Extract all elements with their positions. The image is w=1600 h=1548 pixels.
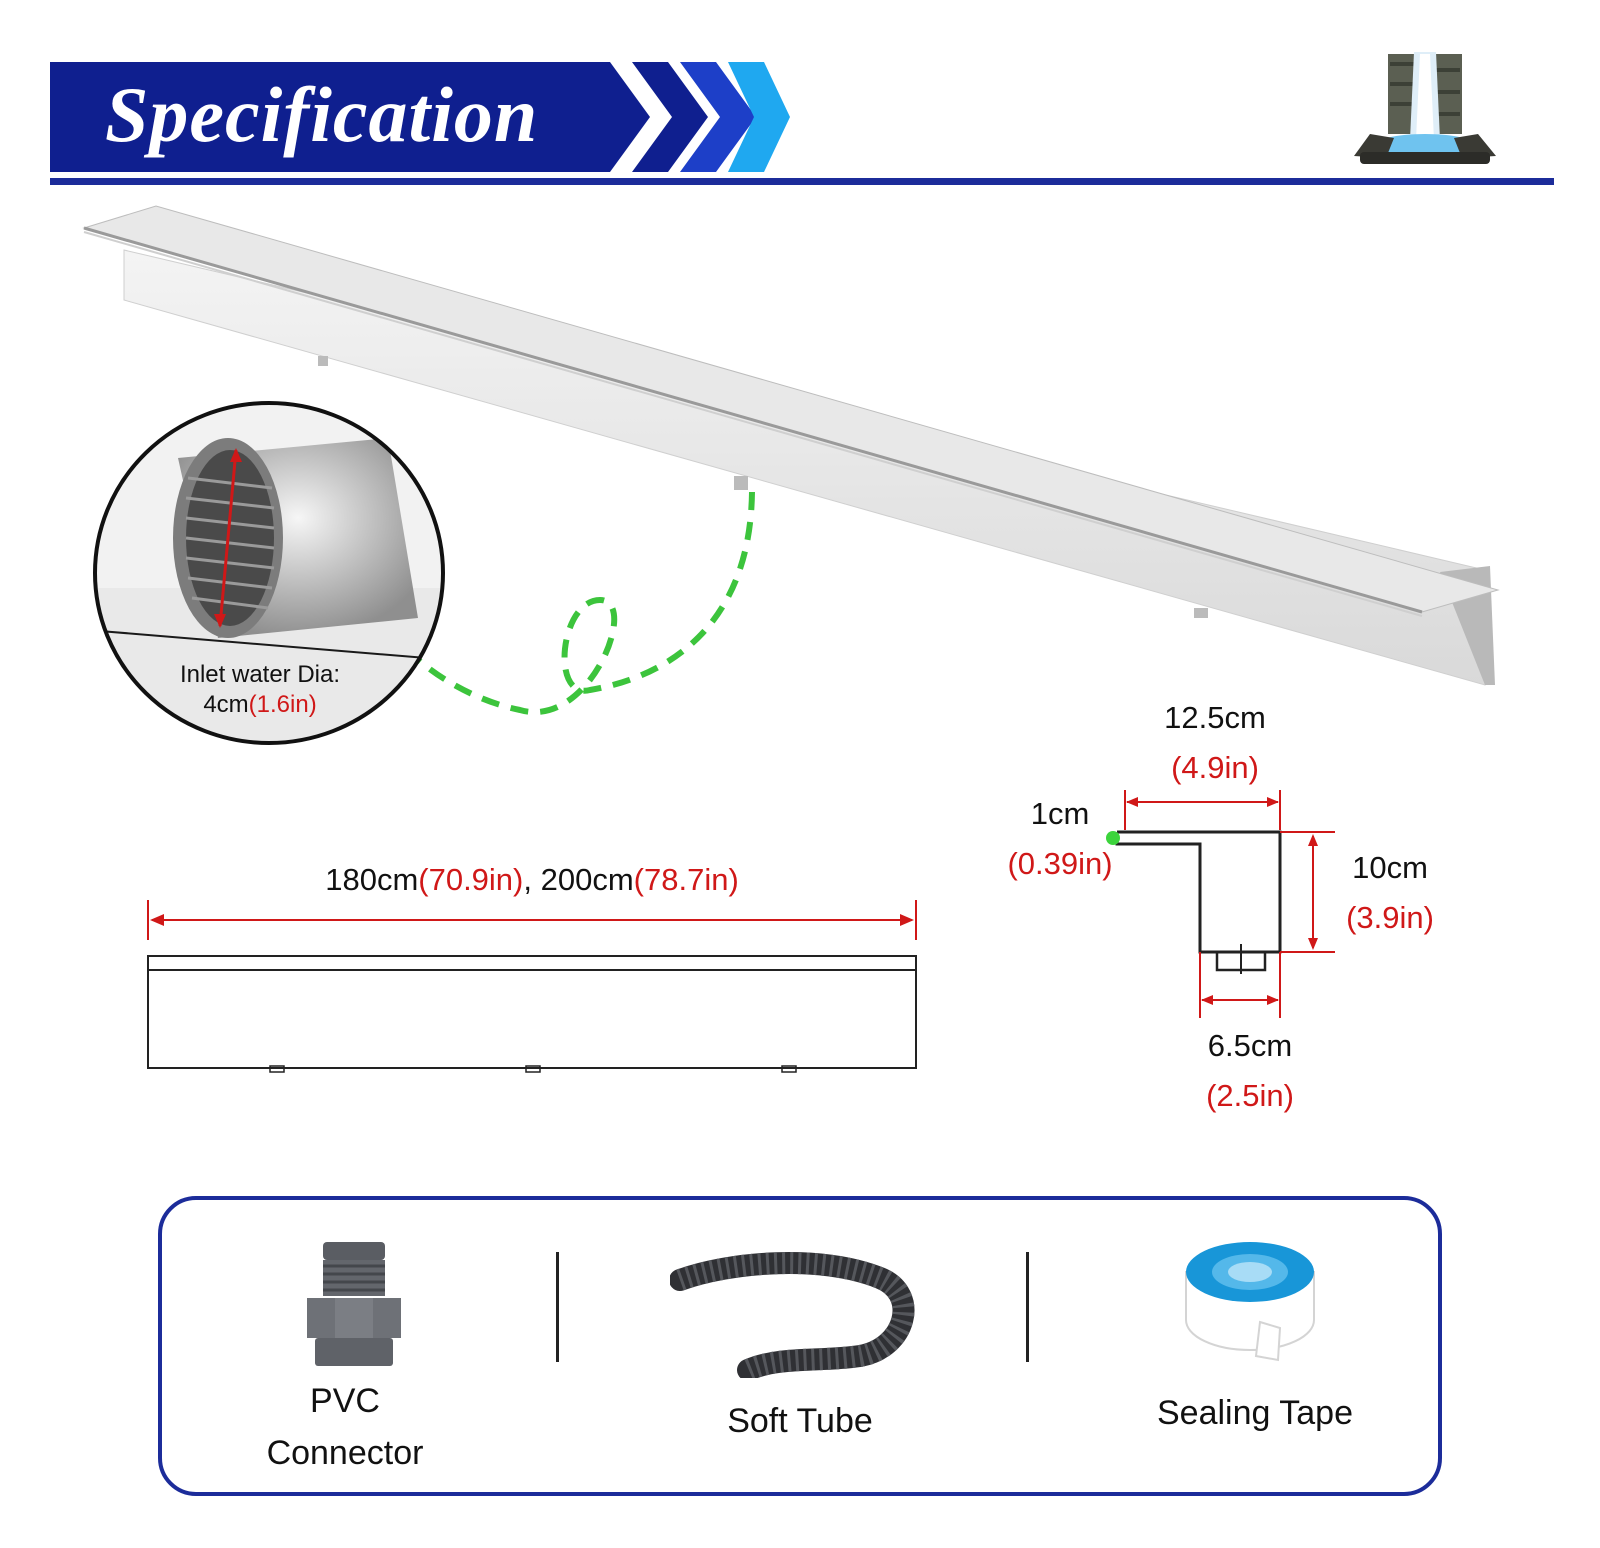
header-banner <box>50 62 790 172</box>
profile-bottom-imperial: (2.5in) <box>1206 1078 1294 1113</box>
inlet-label-line2: 4cm(1.6in) <box>160 690 360 720</box>
pvc-connector-icon <box>307 1242 401 1366</box>
inlet-metric: 4cm <box>203 691 249 718</box>
spillway-product-image <box>82 205 1500 686</box>
soft-tube-icon <box>670 1252 915 1378</box>
inlet-label: Inlet water Dia: 4cm(1.6in) <box>160 660 360 720</box>
profile-bottom-metric: 6.5cm <box>1207 1028 1293 1063</box>
sealing-tape-icon <box>1185 1242 1315 1362</box>
guide-dashed-line <box>411 491 755 716</box>
length-imperial-a: (70.9in) <box>418 862 524 897</box>
inlet-imperial: (1.6in) <box>248 691 317 718</box>
profile-lip-imperial: (0.39in) <box>1007 846 1113 881</box>
profile-width-metric: 12.5cm <box>1164 700 1266 735</box>
profile-lip-label: 1cm (0.39in) <box>985 796 1135 882</box>
accessory-divider <box>556 1252 559 1362</box>
length-drawing <box>147 900 917 1073</box>
profile-height-imperial: (3.9in) <box>1346 900 1434 935</box>
inlet-zoom-circle <box>93 401 445 745</box>
length-metric-a: 180cm <box>325 862 419 897</box>
profile-height-label: 10cm (3.9in) <box>1325 850 1455 936</box>
profile-width-imperial: (4.9in) <box>1171 750 1259 785</box>
length-metric-b: 200cm <box>540 862 634 897</box>
header-rule <box>50 178 1554 185</box>
pvc-label-line2: Connector <box>266 1434 424 1472</box>
profile-height-metric: 10cm <box>1352 850 1428 885</box>
pvc-label-line1: PVC <box>310 1382 380 1420</box>
length-dimension-label: 180cm(70.9in), 200cm(78.7in) <box>0 862 1064 898</box>
profile-bottom-label: 6.5cm (2.5in) <box>1150 1028 1350 1114</box>
length-imperial-b: (78.7in) <box>633 862 739 897</box>
length-separator: , <box>523 862 541 897</box>
accessory-pvc-label: PVC Connector <box>245 1378 445 1476</box>
accessory-sealing-tape-label: Sealing Tape <box>1157 1394 1353 1432</box>
accessory-divider <box>1026 1252 1029 1362</box>
profile-width-label: 12.5cm (4.9in) <box>1100 700 1330 786</box>
accessories-panel <box>158 1196 1442 1496</box>
inlet-label-line1: Inlet water Dia: <box>179 661 341 688</box>
waterfall-fountain-icon <box>1354 52 1496 164</box>
accessory-soft-tube-label: Soft Tube <box>727 1402 873 1440</box>
profile-lip-metric: 1cm <box>1030 796 1090 831</box>
page-title: Specification <box>105 71 539 158</box>
profile-drawing <box>1106 790 1335 1018</box>
